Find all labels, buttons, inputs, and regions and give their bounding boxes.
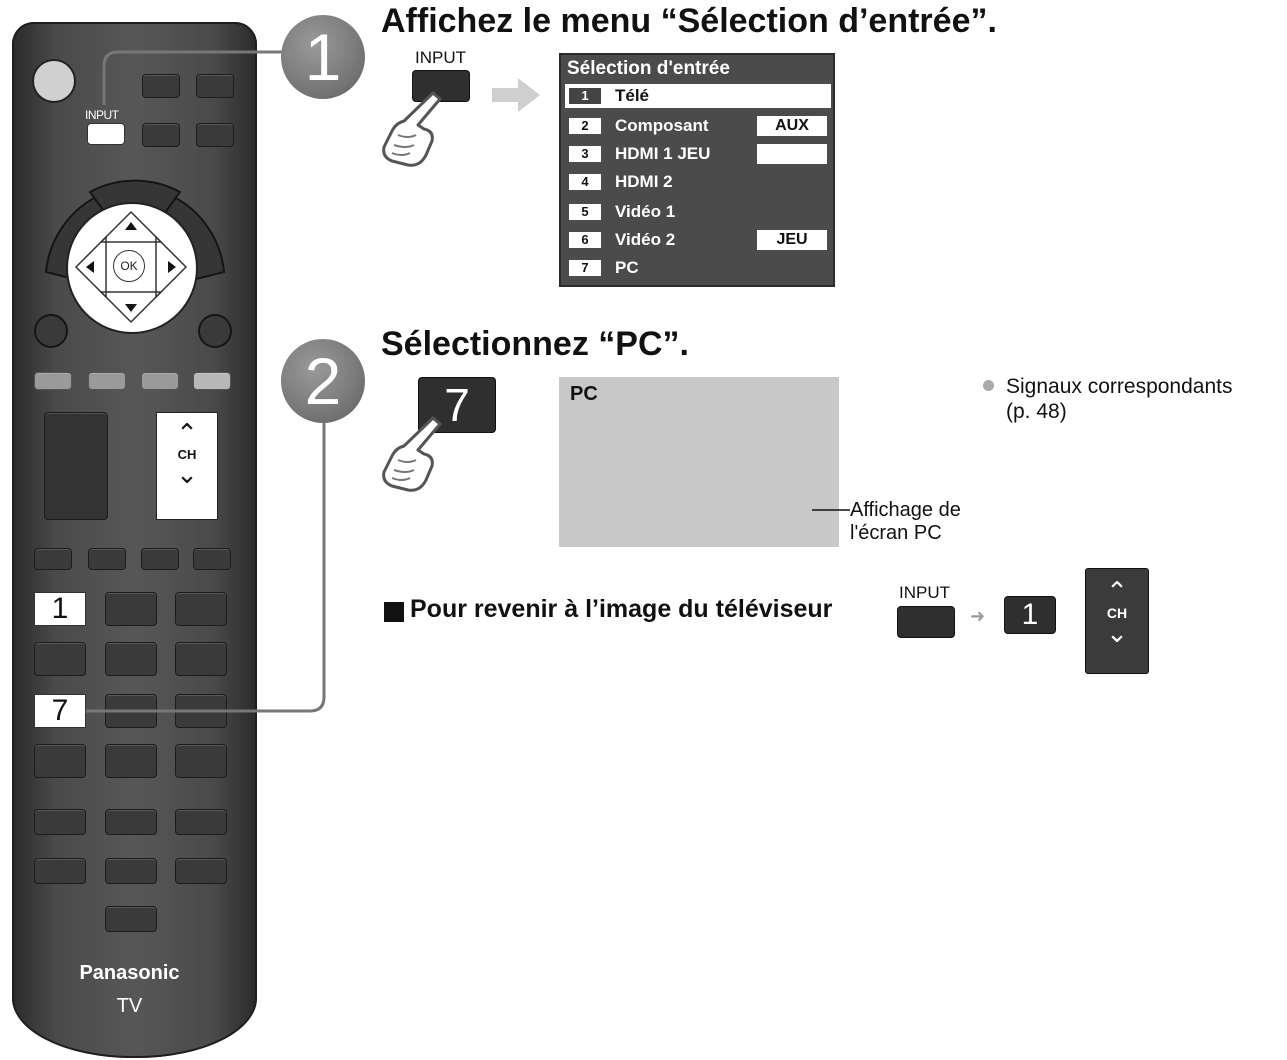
- lower-button-3[interactable]: [175, 809, 227, 835]
- arrow-right-icon: [492, 78, 540, 112]
- channel-rocker[interactable]: ⌃ CH ⌄: [156, 412, 218, 520]
- lower-button-5[interactable]: [105, 858, 157, 884]
- step-1-input-label: INPUT: [415, 48, 466, 67]
- menu-title: Sélection d'entrée: [567, 58, 730, 79]
- caption-leader-line: [812, 509, 850, 511]
- menu-item-label: HDMI 1 JEU: [615, 144, 711, 163]
- menu-item-composant[interactable]: 2 Composant AUX: [565, 114, 831, 138]
- arrow-right-icon: ➜: [970, 606, 986, 626]
- compatible-signals-note: Signaux correspondants (p. 48): [1006, 374, 1232, 424]
- pc-screen-display: PC: [559, 377, 839, 547]
- menu-item-hdmi2[interactable]: 4 HDMI 2: [565, 170, 831, 194]
- small-button-2[interactable]: [88, 548, 126, 570]
- top-button-2[interactable]: [196, 74, 234, 98]
- remote-key-3[interactable]: [175, 592, 227, 626]
- menu-item-video2[interactable]: 6 Vidéo 2 JEU: [565, 228, 831, 252]
- remote-key-7[interactable]: 7: [34, 694, 86, 728]
- top-button-3[interactable]: [142, 123, 180, 147]
- caption-line-2: l'écran PC: [850, 522, 942, 544]
- remote-key-6[interactable]: [175, 642, 227, 676]
- pointing-hand-icon: [382, 416, 442, 492]
- pc-screen-label: PC: [570, 383, 598, 405]
- menu-item-hdmi1[interactable]: 3 HDMI 1 JEU: [565, 142, 831, 166]
- menu-item-number: 6: [569, 232, 601, 248]
- square-bullet-icon: [384, 602, 404, 622]
- bullet-dot: [983, 380, 994, 391]
- menu-item-number: 1: [569, 88, 601, 104]
- menu-item-number: 7: [569, 260, 601, 276]
- return-key-1[interactable]: 1: [1004, 596, 1056, 634]
- color-button-1[interactable]: [34, 372, 72, 390]
- menu-item-number: 4: [569, 174, 601, 190]
- channel-up-icon: ⌃: [1106, 576, 1128, 606]
- remote-key-10[interactable]: [34, 744, 86, 778]
- color-button-4[interactable]: [193, 372, 231, 390]
- small-button-3[interactable]: [141, 548, 179, 570]
- remote-key-5[interactable]: [105, 642, 157, 676]
- volume-rocker[interactable]: [44, 412, 108, 520]
- color-button-3[interactable]: [141, 372, 179, 390]
- remote-key-0[interactable]: [105, 744, 157, 778]
- small-button-1[interactable]: [34, 548, 72, 570]
- menu-item-label: HDMI 2: [615, 172, 673, 191]
- lower-button-2[interactable]: [105, 809, 157, 835]
- step-1-input-key[interactable]: [412, 70, 470, 102]
- menu-item-label: Vidéo 2: [615, 230, 676, 249]
- channel-label: CH: [1106, 605, 1128, 621]
- return-input-label: INPUT: [899, 583, 950, 602]
- lower-button-6[interactable]: [175, 858, 227, 884]
- menu-item-tag: JEU: [757, 230, 827, 250]
- dpad-arrows: [74, 210, 188, 324]
- pointing-hand-icon: [382, 91, 442, 167]
- remote-key-2[interactable]: [105, 592, 157, 626]
- note-line-2: (p. 48): [1006, 400, 1067, 423]
- remote-key-12[interactable]: [175, 744, 227, 778]
- menu-item-label: Télé: [615, 86, 650, 105]
- input-label: INPUT: [85, 108, 119, 122]
- menu-item-tag: [757, 144, 827, 164]
- menu-item-label: Vidéo 1: [615, 202, 676, 221]
- pc-screen-caption: Affichage de l'écran PC: [850, 499, 961, 545]
- step-1-circle: 1: [281, 15, 365, 99]
- ok-button[interactable]: OK: [113, 250, 145, 282]
- menu-item-label: PC: [615, 258, 639, 277]
- menu-item-video1[interactable]: 5 Vidéo 1: [565, 200, 831, 224]
- model-label: TV: [116, 995, 143, 1017]
- menu-item-pc[interactable]: 7 PC: [565, 256, 831, 280]
- channel-label: CH: [177, 447, 197, 462]
- step-2-heading: Sélectionnez “PC”.: [381, 325, 689, 363]
- remote-key-1[interactable]: 1: [34, 592, 86, 626]
- step-1-heading: Affichez le menu “Sélection d’entrée”.: [381, 2, 997, 40]
- note-line-1: Signaux correspondants: [1006, 375, 1233, 398]
- menu-item-number: 5: [569, 204, 601, 220]
- small-button-4[interactable]: [193, 548, 231, 570]
- return-tv-text: Pour revenir à l’image du téléviseur: [410, 595, 833, 623]
- lower-button-7[interactable]: [105, 906, 157, 932]
- return-channel-rocker[interactable]: ⌃ CH ⌄: [1085, 568, 1149, 674]
- input-selection-menu: Sélection d'entrée 1 Télé 2 Composant AU…: [559, 53, 835, 287]
- input-button[interactable]: [87, 123, 125, 145]
- top-button-1[interactable]: [142, 74, 180, 98]
- brand-logo: Panasonic: [79, 962, 180, 984]
- step-2-circle: 2: [281, 339, 365, 423]
- menu-item-number: 2: [569, 118, 601, 134]
- lower-button-4[interactable]: [34, 858, 86, 884]
- channel-down-icon: ⌄: [1106, 618, 1128, 648]
- color-button-2[interactable]: [88, 372, 126, 390]
- round-button-left[interactable]: [34, 314, 68, 348]
- menu-item-number: 3: [569, 146, 601, 162]
- menu-item-tag: AUX: [757, 116, 827, 136]
- caption-line-1: Affichage de: [850, 499, 961, 521]
- top-button-4[interactable]: [196, 123, 234, 147]
- power-button[interactable]: [32, 59, 76, 103]
- round-button-right[interactable]: [198, 314, 232, 348]
- lower-button-1[interactable]: [34, 809, 86, 835]
- remote-key-4[interactable]: [34, 642, 86, 676]
- return-input-key[interactable]: [897, 606, 955, 638]
- menu-item-label: Composant: [615, 116, 709, 135]
- channel-down-icon: ⌄: [176, 459, 198, 489]
- menu-item-tele[interactable]: 1 Télé: [565, 84, 831, 108]
- channel-up-icon: ⌃: [176, 418, 198, 448]
